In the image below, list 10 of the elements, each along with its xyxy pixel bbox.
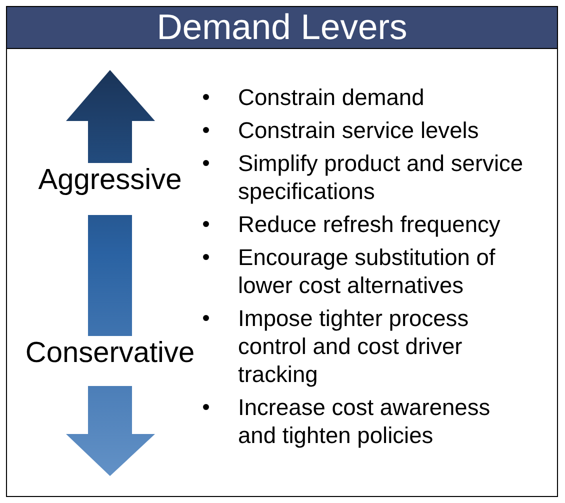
bullet-point: Encourage substitution of lower cost alternatives bbox=[238, 243, 496, 299]
bullet-point: Reduce refresh frequency bbox=[238, 210, 502, 238]
bullet-point: Impose tighter process control and cost driver tracking bbox=[238, 304, 470, 388]
title-banner: Demand Levers bbox=[6, 6, 558, 49]
scale-label: Aggressive bbox=[38, 163, 182, 197]
bullet-point: Increase cost awareness and tighten policies bbox=[238, 393, 492, 449]
scale-label: Conservative bbox=[25, 336, 195, 370]
bullet-point: Constrain demand bbox=[238, 83, 426, 111]
bullet-point: Constrain service levels bbox=[238, 116, 480, 144]
bullet-point: Simplify product and service specifications bbox=[238, 149, 524, 205]
